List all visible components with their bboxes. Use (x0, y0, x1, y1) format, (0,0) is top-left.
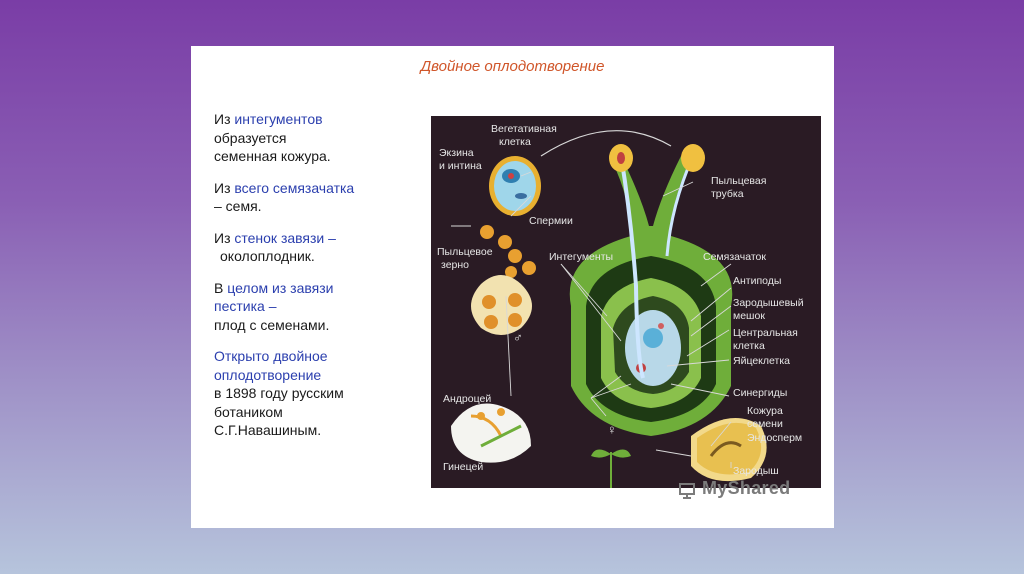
text-line: образуется (214, 130, 286, 146)
label-integuments: Интегументы (549, 251, 613, 263)
text-prefix: Из (214, 180, 234, 196)
label-sperm: Спермии (529, 215, 573, 227)
highlight-text: интегументов (234, 111, 322, 127)
anther-image (471, 275, 532, 335)
pistil-image (570, 144, 733, 436)
pollen-grain-image (489, 156, 541, 216)
paragraph-ovary: В целом из завязи пестика – плод с семен… (214, 279, 404, 335)
text-line: семенная кожура. (214, 148, 331, 164)
label-vegetative-cell-2: клетка (499, 136, 531, 148)
highlight-text: целом из завязи (227, 280, 333, 296)
label-androecium: Андроцей (443, 393, 491, 405)
label-exine: Экзина (439, 147, 474, 159)
label-embryo-sac: Зародышевый (733, 297, 804, 309)
paragraph-ovary-walls: Из стенок завязи – околоплодник. (214, 229, 404, 266)
text-line: околоплодник. (214, 248, 315, 264)
arrow-line (541, 131, 671, 156)
label-pollen-tube-2: трубка (711, 188, 744, 200)
label-seed-coat: Кожура (747, 405, 783, 417)
seedling-image (591, 449, 631, 488)
male-symbol: ♂ (513, 330, 523, 345)
label-central-cell-2: клетка (733, 340, 765, 352)
label-embryo: Зародыш (733, 465, 779, 477)
text-line: ботаником (214, 404, 283, 420)
text-line: С.Г.Навашиным. (214, 422, 321, 438)
label-endosperm: Эндосперм (747, 432, 802, 444)
label-gynoecium: Гинецей (443, 461, 483, 473)
paragraph-discovery: Открыто двойное оплодотворение в 1898 го… (214, 347, 404, 440)
text-prefix: Из (214, 230, 234, 246)
label-egg-cell: Яйцеклетка (733, 355, 790, 367)
label-embryo-sac-2: мешок (733, 310, 765, 322)
double-fertilization-diagram: Вегетативная клетка Экзина и интина Спер… (431, 116, 821, 488)
watermark-logo-icon (678, 480, 698, 500)
label-pollen-tube: Пыльцевая (711, 175, 766, 187)
text-column: Из интегументов образуется семенная кожу… (214, 110, 404, 453)
slide-title: Двойное оплодотворение (191, 58, 834, 75)
paragraph-ovule: Из всего семязачатка – семя. (214, 179, 404, 216)
label-pollen-grain-2: зерно (441, 259, 469, 271)
highlight-text: стенок завязи – (234, 230, 336, 246)
text-line: – семя. (214, 198, 262, 214)
watermark-text: MyShared (702, 478, 790, 499)
label-antipodes: Антиподы (733, 275, 781, 287)
text-line: в 1898 году русским (214, 385, 344, 401)
text-prefix: В (214, 280, 227, 296)
label-seed-coat-2: семени (747, 418, 783, 430)
label-vegetative-cell: Вегетативная (491, 123, 557, 135)
diagram-svg: Вегетативная клетка Экзина и интина Спер… (431, 116, 821, 488)
text-prefix: Из (214, 111, 234, 127)
highlight-text: оплодотворение (214, 367, 321, 383)
highlight-text: всего семязачатка (234, 180, 354, 196)
highlight-text: Открыто двойное (214, 348, 328, 364)
label-synergids: Синергиды (733, 387, 787, 399)
paragraph-integuments: Из интегументов образуется семенная кожу… (214, 110, 404, 166)
label-intine: и интина (439, 160, 482, 172)
female-symbol: ♀ (607, 422, 617, 437)
label-pollen-grain: Пыльцевое (437, 246, 493, 258)
highlight-text: пестика – (214, 298, 277, 314)
flower-image (451, 404, 531, 463)
text-line: плод с семенами. (214, 317, 329, 333)
label-ovule: Семязачаток (703, 251, 766, 263)
label-central-cell: Центральная (733, 327, 798, 339)
slide: Двойное оплодотворение Из интегументов о… (191, 46, 834, 528)
